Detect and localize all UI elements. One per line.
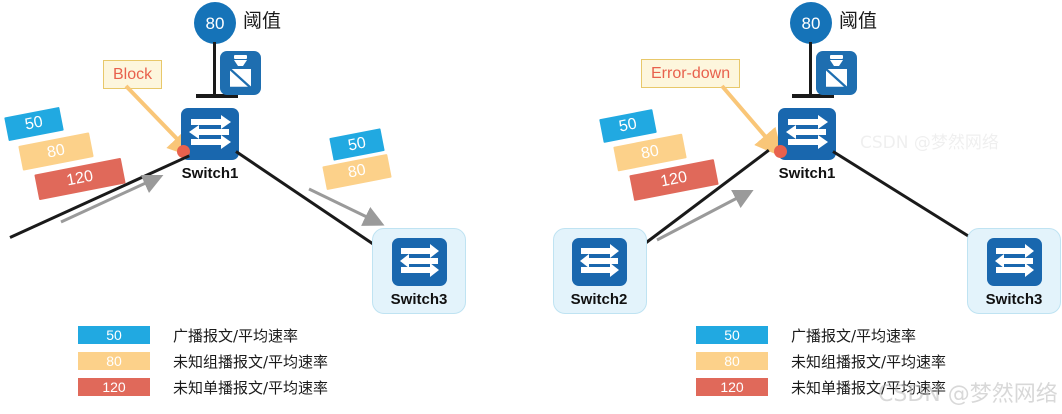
legend-swatch: 80 [78,352,150,370]
legend-row: 80 未知组播报文/平均速率 [696,352,1026,371]
callout-arrow-left [124,84,196,159]
gauge-base [792,94,834,98]
legend-row: 120 未知单播报文/平均速率 [78,378,408,397]
legend-row: 80 未知组播报文/平均速率 [78,352,408,371]
legend-label: 未知组播报文/平均速率 [791,353,947,371]
callout-arrow-right [720,84,784,158]
switch-icon[interactable] [572,238,627,286]
switch-icon[interactable] [987,238,1042,286]
threshold-value-circle: 80 [194,2,236,44]
legend-swatch: 50 [696,326,768,344]
ingress-flow-arrow [60,175,164,224]
switch-icon[interactable] [181,108,239,160]
switch-label: Switch1 [778,165,836,182]
gauge-pole [809,42,812,95]
traffic-bar-broadcast: 50 [4,106,64,142]
threshold-label: 阈值 [243,10,282,32]
legend-swatch: 80 [696,352,768,370]
legend-row: 50 广播报文/平均速率 [696,326,1026,345]
diagram-panel-right: 80 阈值 Error-down [531,0,1062,414]
switch-label: Switch3 [390,291,448,308]
switch-label: Switch2 [570,291,628,308]
threshold-value-circle: 80 [790,2,832,44]
legend-label: 广播报文/平均速率 [173,327,299,345]
legend-row: 120 未知单播报文/平均速率 [696,378,1026,397]
threshold-label: 阈值 [839,10,878,32]
legend-row: 50 广播报文/平均速率 [78,326,408,345]
blocked-port-dot-icon [774,145,787,158]
traffic-bar-broadcast: 50 [599,109,657,143]
gauge-pole [213,42,216,95]
legend-label: 未知单播报文/平均速率 [173,379,329,397]
diagram-panel-left: 80 阈值 Block [4,2,466,397]
legend-swatch: 120 [696,378,768,396]
egress-flow-arrow [308,187,385,226]
legend-label: 未知组播报文/平均速率 [173,353,329,371]
switch-label: Switch3 [985,291,1043,308]
traffic-shaper-icon [220,51,261,95]
legend-label: 未知单播报文/平均速率 [791,379,947,397]
legend-label: 广播报文/平均速率 [791,327,917,345]
legend-swatch: 50 [78,326,150,344]
callout-error-down: Error-down [641,59,741,89]
switch-icon[interactable] [778,108,836,160]
callout-block: Block [103,60,163,90]
traffic-shaper-icon [816,51,857,95]
gauge-base [196,94,238,98]
switch-icon[interactable] [392,238,447,286]
legend-swatch: 120 [78,378,150,396]
switch-label: Switch1 [181,165,239,182]
ingress-flow-arrow [656,190,755,242]
